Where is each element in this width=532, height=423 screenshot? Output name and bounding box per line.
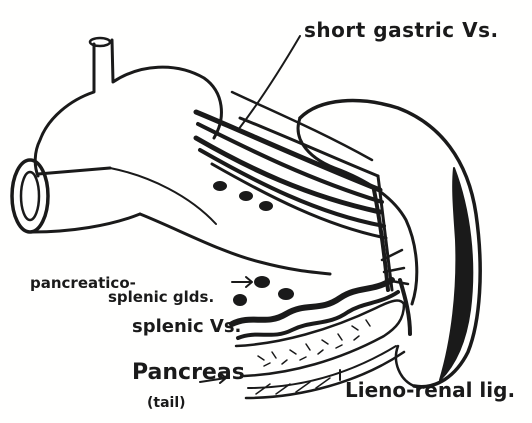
label-short-gastric-vessels: short gastric Vs.: [304, 20, 499, 40]
stomach: [35, 38, 221, 176]
label-tail: (tail): [147, 396, 186, 410]
label-splenic-vessels: splenic Vs.: [132, 318, 241, 336]
splenic-hilum: [374, 176, 408, 290]
pancreaticosplenic-glands: [233, 276, 294, 306]
spleen: [298, 101, 480, 387]
label-pancreas: Pancreas: [132, 362, 245, 384]
short-gastric-vessels: [196, 36, 386, 238]
label-lieno-renal-ligament: Lieno-renal lig.: [345, 380, 515, 400]
label-splenic-glands: splenic glds.: [108, 290, 214, 305]
